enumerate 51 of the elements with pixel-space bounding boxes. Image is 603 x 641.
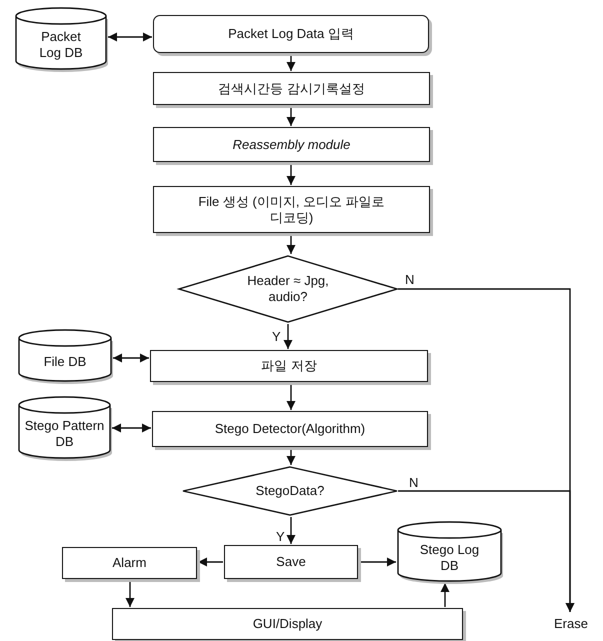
arrow	[398, 490, 574, 612]
process-box	[153, 186, 430, 233]
process-box	[150, 350, 428, 382]
arrow	[113, 354, 149, 362]
database-cylinder	[15, 8, 107, 70]
node-label: GUI/Display	[252, 616, 324, 632]
arrow	[108, 32, 152, 42]
node-label: Stego Pattern DB	[24, 418, 106, 450]
decision-diamond	[182, 466, 398, 516]
arrow	[198, 558, 223, 566]
node-label: Header ≈ Jpg, audio?	[246, 273, 330, 305]
database-cylinder	[397, 522, 502, 582]
process-box	[153, 15, 429, 53]
edge-label: N	[404, 273, 416, 287]
arrow	[286, 517, 296, 544]
node-label: 검색시간등 감시기록설정	[217, 80, 366, 96]
node-label: Save	[275, 554, 307, 570]
process-box	[153, 72, 430, 105]
node-label: Stego Detector(Algorithm)	[214, 421, 366, 437]
edge-label: N	[408, 476, 420, 490]
decision-diamond	[178, 255, 398, 323]
database-cylinder	[18, 330, 112, 382]
process-box	[153, 127, 430, 162]
arrow	[286, 383, 296, 410]
process-box	[112, 608, 463, 640]
edge-label: Y	[271, 330, 282, 344]
node-label: Alarm	[112, 555, 148, 571]
arrow	[286, 234, 296, 254]
arrow	[284, 324, 292, 349]
node-label: 파일 저장	[260, 358, 318, 374]
node-label: Packet Log DB	[38, 29, 84, 61]
arrow	[359, 558, 396, 566]
arrow	[286, 163, 296, 185]
node-label: File 생성 (이미지, 오디오 파일로 디코딩)	[197, 194, 386, 226]
arrow	[440, 583, 450, 607]
arrow	[112, 424, 151, 432]
end-text: Erase	[553, 616, 589, 632]
arrow	[286, 106, 296, 126]
process-box	[62, 547, 197, 579]
node-label: Reassembly module	[232, 136, 352, 152]
database-cylinder	[18, 397, 111, 459]
process-box	[224, 545, 358, 579]
process-box	[152, 411, 428, 447]
arrow	[286, 448, 296, 465]
arrow	[286, 54, 296, 71]
node-label: File DB	[42, 354, 88, 370]
node-label: StegoData?	[254, 483, 326, 499]
arrow	[126, 580, 134, 607]
edge-label: Y	[275, 530, 286, 544]
node-label: Stego Log DB	[418, 542, 480, 574]
node-label: Packet Log Data 입력	[227, 26, 355, 42]
